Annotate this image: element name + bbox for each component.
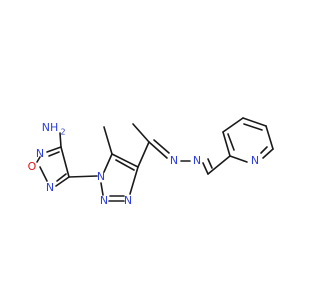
- amine-subscript: 2: [60, 128, 65, 137]
- bond-py-n-c2: [229, 155, 248, 163]
- pyridine-n: N: [251, 154, 259, 167]
- bond-c4-c3: [60, 146, 70, 178]
- bond-n-top-o: [36, 156, 41, 163]
- molecule-structure: NH 2 N O N N N N N N N: [28, 117, 274, 207]
- bond-n1-c5: [103, 153, 113, 173]
- bond-imine-c-methyl: [132, 123, 150, 143]
- triazole-n1: N: [97, 170, 105, 183]
- triazole-n3: N: [124, 194, 132, 207]
- bond-imine-c-n-double: [153, 139, 170, 154]
- bond-c3-n-top: [46, 146, 62, 153]
- hydrazone-n2: N: [193, 154, 201, 167]
- hydrazone-n1: N: [170, 154, 178, 167]
- bond-py-c6-n-inner: [260, 146, 268, 154]
- bond-py-c4-c5: [242, 117, 267, 127]
- bond-n-bottom-c4-double: [56, 173, 67, 182]
- bond-py-c6-n: [262, 148, 274, 159]
- bond-c4-n3: [129, 166, 139, 195]
- bond-py-c2-c3: [222, 131, 231, 157]
- bond-n2-n1: [100, 182, 104, 196]
- furazan-n-bottom: N: [46, 181, 54, 194]
- bond-ch-pyridine: [207, 155, 231, 175]
- bond-py-c2-c3-inner: [227, 133, 235, 151]
- bond-c5-c4: [111, 153, 139, 168]
- triazole-n2: N: [100, 194, 108, 207]
- furazan-n-top: N: [36, 147, 44, 160]
- bond-c3-n-top-double: [48, 151, 60, 157]
- amine-label: NH: [42, 121, 59, 134]
- atom-labels: NH 2 N O N N N N N N N: [28, 121, 259, 207]
- bond-c4-triazole-n1: [68, 175, 98, 178]
- bond-py-c5-c6: [265, 125, 274, 150]
- bonds: [36, 117, 274, 202]
- bond-py-c3-c4: [222, 117, 244, 133]
- bond-py-c4-c5-inner: [243, 123, 263, 131]
- bond-triazole-imine-c: [137, 141, 150, 168]
- bond-c5-c4-double: [115, 159, 135, 171]
- bond-o-n-bottom: [39, 166, 48, 182]
- bond-nh2-c3: [59, 132, 62, 148]
- molecule-canvas: NH 2 N O N N N N N N N: [27, 117, 274, 207]
- bond-imine-c-n: [148, 141, 168, 159]
- furazan-o: O: [28, 160, 37, 173]
- bond-n-ch-double: [207, 158, 213, 169]
- bond-n-ch: [202, 162, 209, 175]
- bond-c5-methyl: [103, 126, 113, 155]
- bond-n-bottom-c4: [55, 176, 70, 187]
